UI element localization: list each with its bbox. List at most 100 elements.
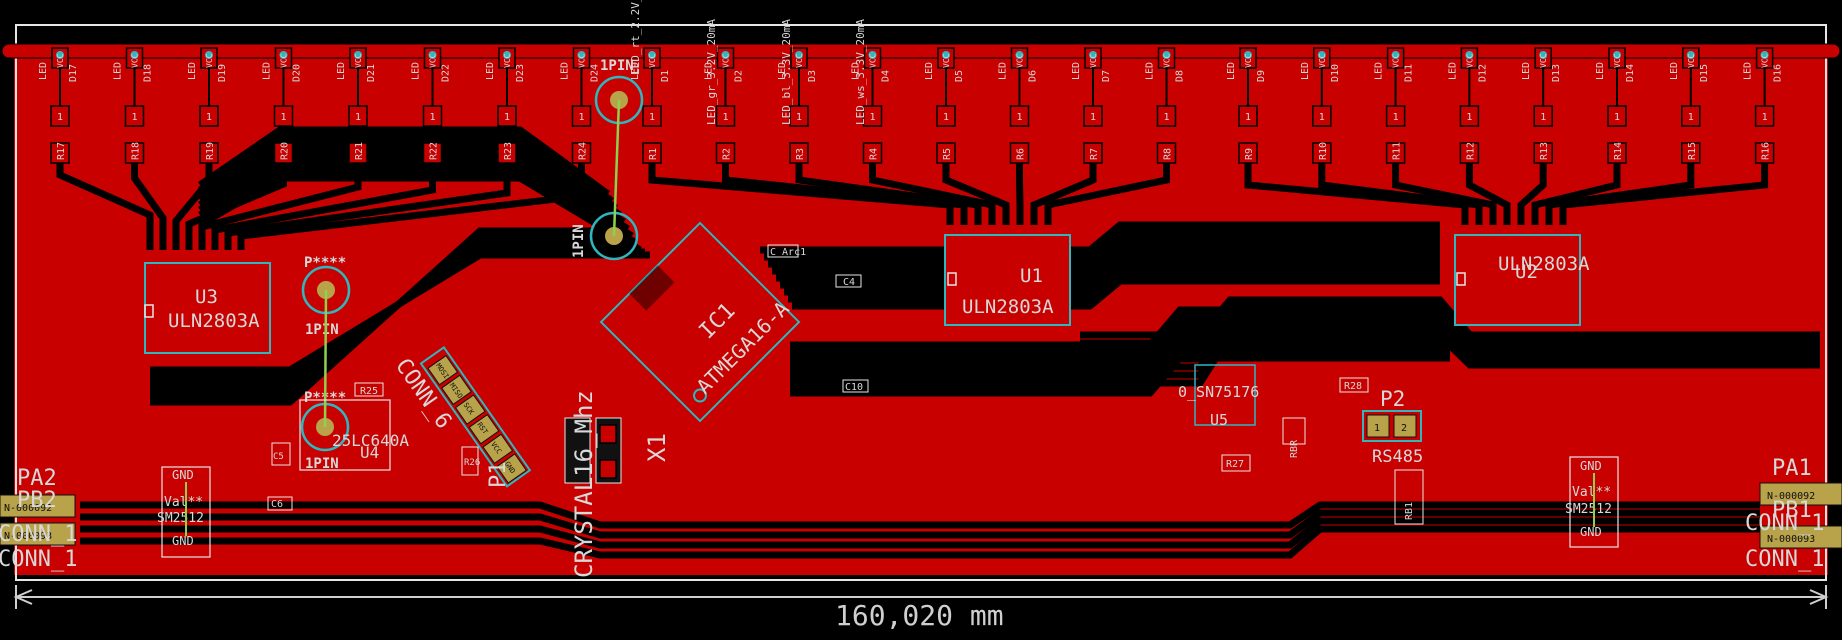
trace — [648, 163, 954, 225]
sm2512-left[interactable]: GND GND Val** SM2512 — [157, 466, 211, 558]
ratsnest-line — [323, 289, 328, 428]
trace — [131, 163, 167, 250]
dimension-measure: 160,020 mm — [13, 585, 1829, 632]
trace — [792, 277, 1440, 310]
res-r27[interactable]: R27 — [1221, 454, 1251, 472]
chip-ic1[interactable] — [599, 221, 801, 423]
cap-c4[interactable]: C4 — [835, 274, 862, 288]
svg-text:C_Arc1: C_Arc1 — [770, 247, 806, 258]
pad-number: 1 — [1017, 112, 1023, 123]
svg-text:Val**: Val** — [1572, 485, 1611, 500]
svg-text:GND: GND — [172, 534, 194, 548]
connector-pa2[interactable]: N-000092 N-000093 PA2 PB2 CONN_1 CONN_1 — [0, 466, 77, 572]
trace — [80, 501, 1760, 529]
vcc-label: VCC — [1392, 53, 1401, 68]
pad-number: 1 — [1762, 112, 1768, 123]
pad-number: 1 — [57, 112, 63, 123]
crystal-x1[interactable]: CRYSTAL16_Mhz X1 — [564, 390, 671, 578]
trace — [198, 150, 626, 225]
p1-pin[interactable] — [427, 354, 459, 386]
chip-u3[interactable]: U3 ULN2803A — [144, 262, 271, 354]
cap-c5[interactable]: C5 — [271, 442, 291, 466]
chip-u2[interactable]: U2 ULN2803A — [1454, 234, 1590, 326]
p1-pin[interactable] — [496, 453, 528, 484]
chip-u1[interactable]: U1 ULN2803A — [944, 234, 1071, 326]
dimension-label: 160,020 mm — [835, 599, 1004, 632]
svg-text:GND: GND — [1580, 459, 1602, 473]
res-r25[interactable]: R25 — [354, 382, 384, 397]
pad-number: 1 — [504, 112, 510, 123]
led-prefix: LED — [777, 62, 788, 80]
mount-hole-left-lower[interactable]: P**** 1PIN — [300, 390, 350, 472]
svg-text:PA1: PA1 — [1772, 456, 1812, 481]
p1-pin[interactable] — [468, 413, 500, 445]
res-rb1[interactable]: RB1 — [1394, 469, 1424, 525]
cap-carc1[interactable]: C_Arc1 — [767, 244, 806, 258]
led-prefix: LED — [262, 62, 273, 80]
trace — [760, 221, 1440, 254]
vcc-label: VCC — [1016, 53, 1025, 68]
note-led-rt: LED_rt_2.2V_25mA — [629, 0, 642, 75]
trace — [1465, 163, 1511, 225]
pad-number: 1 — [723, 112, 729, 123]
chip-u4[interactable]: 25LC640A U4 — [299, 399, 409, 471]
vcc-label: VCC — [56, 53, 65, 68]
connector-pa1[interactable]: N-000092 N-000093 PA1 PB1 CONN_1 CONN_1 — [1745, 456, 1842, 572]
pad-number: 1 — [1319, 112, 1325, 123]
p1-pin[interactable] — [454, 394, 486, 425]
p1-pin[interactable] — [441, 374, 472, 406]
trace — [1517, 163, 1547, 225]
svg-text:CONN_1: CONN_1 — [0, 522, 77, 547]
res-rbr[interactable]: RBR — [1282, 417, 1306, 458]
res-r26[interactable]: R26 — [461, 446, 480, 476]
cap-c6[interactable]: C6 — [267, 496, 293, 511]
svg-text:C5: C5 — [273, 452, 284, 462]
chip-u5[interactable]: 0_SN75176 U5 — [1178, 364, 1259, 429]
trace — [80, 509, 1760, 539]
svg-text:C6: C6 — [271, 499, 283, 510]
led-ref: D20 — [292, 64, 303, 82]
pad-number: 1 — [1466, 112, 1472, 123]
header-p2[interactable]: 1 2 P2 RS485 — [1362, 387, 1423, 467]
res-ref: R18 — [131, 142, 142, 160]
trace — [768, 235, 1440, 268]
res-r28[interactable]: R28 — [1339, 377, 1369, 393]
p1-ref: P1 — [486, 462, 511, 489]
x1-value: CRYSTAL16_Mhz — [570, 390, 598, 578]
u3-value: ULN2803A — [168, 310, 260, 332]
vcc-label: VCC — [722, 53, 731, 68]
led-ref: D2 — [734, 70, 745, 82]
res-ref: R10 — [1318, 142, 1329, 160]
sm2512-right[interactable]: GND GND Val** SM2512 — [1565, 456, 1619, 548]
led-prefix: LED — [1145, 62, 1156, 80]
p1-pin[interactable] — [482, 433, 514, 465]
cap-c10[interactable]: C10 — [842, 379, 869, 393]
svg-text:CONN_1: CONN_1 — [1745, 547, 1824, 572]
